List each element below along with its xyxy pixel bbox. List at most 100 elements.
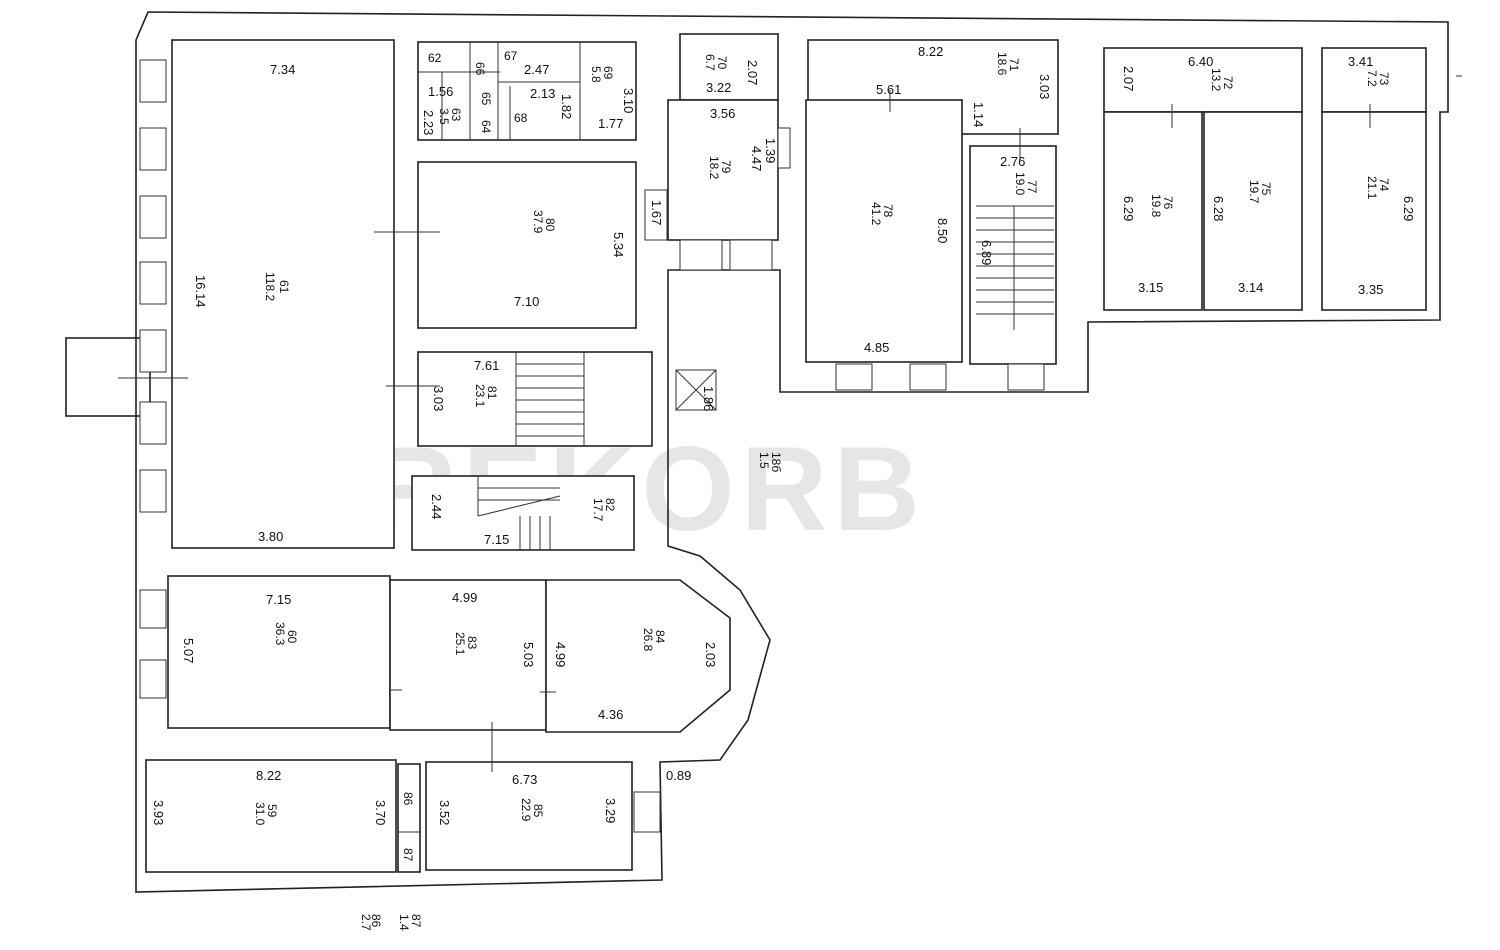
dim-79-d: 1.67: [649, 200, 664, 225]
room-area-59: 31.0: [253, 802, 267, 826]
dim-84-b: 2.03: [703, 642, 718, 667]
door-marks: [118, 75, 1462, 772]
room-area-60: 36.3: [273, 622, 287, 646]
dim-81-b: 3.03: [431, 386, 446, 411]
room-number-79: 79: [719, 160, 733, 174]
room-number-84: 84: [653, 630, 667, 644]
dim-72-a: 6.40: [1188, 54, 1213, 69]
room-84: [545, 579, 731, 733]
room-number-66: 66: [473, 62, 487, 76]
room-area-74: 21.1: [1365, 176, 1379, 200]
room-76: [1103, 111, 1203, 311]
room-number-78: 78: [881, 204, 895, 218]
dim-72-b: 2.07: [1121, 66, 1136, 91]
dim-74-b: 3.35: [1358, 282, 1383, 297]
left-wall-windows: [139, 59, 167, 699]
room-number-68: 68: [514, 111, 528, 125]
room-area-69: 5.8: [589, 66, 603, 83]
room-86: [397, 763, 421, 873]
room-number-67: 67: [504, 49, 518, 63]
room-78: [805, 99, 963, 363]
room-number-74: 74: [1377, 178, 1391, 192]
room-59: [145, 759, 397, 873]
dim-76-b: 3.15: [1138, 280, 1163, 295]
room-area-80: 37.9: [531, 210, 545, 234]
dim-71-c: 1.14: [971, 102, 986, 127]
room-area-84: 26.8: [641, 628, 655, 652]
stair-77: [976, 205, 1054, 330]
dim-79-a: 3.56: [710, 106, 735, 121]
dim-60-a: 7.15: [266, 592, 291, 607]
footer-area-86: 2.7: [359, 914, 373, 931]
room-number-60: 60: [285, 630, 299, 644]
dim-59-c: 3.70: [373, 800, 388, 825]
dim-83-b: 5.03: [521, 642, 536, 667]
room-area-73: 7.2: [1365, 70, 1379, 87]
room-number-65: 65: [479, 92, 493, 106]
room-area-79: 18.2: [707, 156, 721, 180]
room-83: [389, 579, 547, 731]
dim-84-a: 4.99: [553, 642, 568, 667]
dim-61-side: 16.14: [193, 275, 208, 308]
room-number-76: 76: [1161, 196, 1175, 210]
dim-60-b: 5.07: [181, 638, 196, 663]
footer-area-87: 1.4: [397, 914, 411, 931]
room-area-75: 19.7: [1247, 180, 1261, 204]
room-area-71: 18.6: [995, 52, 1009, 76]
dim-68-b: 1.82: [559, 94, 574, 119]
dim-70-a: 2.07: [745, 60, 760, 85]
room-area-85: 22.9: [519, 798, 533, 822]
dim-18b: 1.86: [701, 386, 716, 411]
room-number-75: 75: [1259, 182, 1273, 196]
room-number-83: 83: [465, 636, 479, 650]
room-number-59: 59: [265, 804, 279, 818]
dim-78-c: 4.85: [864, 340, 889, 355]
room-number-71: 71: [1007, 58, 1021, 72]
room-number-72: 72: [1221, 76, 1235, 90]
room-number-85: 85: [531, 804, 545, 818]
room-number-61: 61: [277, 280, 291, 294]
room-number-81: 81: [485, 386, 499, 400]
dim-79-b: 4.47: [749, 146, 764, 171]
dim-81-a: 7.61: [474, 358, 499, 373]
dim-75-a: 6.28: [1211, 196, 1226, 221]
room-area-70: 6.7: [703, 54, 717, 71]
room-area-77: 19.0: [1013, 172, 1027, 196]
dim-86: 0.89: [666, 768, 691, 783]
dim-70-b: 3.22: [706, 80, 731, 95]
dim-68-a: 2.13: [530, 86, 555, 101]
dim-77-b: 6.89: [979, 240, 994, 265]
dim-61-bottom: 3.80: [258, 529, 283, 544]
room-number-70: 70: [715, 56, 729, 70]
room-number-87: 87: [401, 848, 415, 862]
dim-75-b: 3.14: [1238, 280, 1263, 295]
room-85: [425, 761, 633, 871]
room-81: [417, 351, 653, 447]
room-73: [1321, 47, 1427, 113]
building-outline: [135, 11, 1449, 893]
dim-79-c: 1.39: [763, 138, 778, 163]
dim-59-a: 8.22: [256, 768, 281, 783]
room-79: [667, 99, 779, 241]
dim-63-a: 1.56: [428, 84, 453, 99]
room-area-82: 17.7: [591, 498, 605, 522]
room-70: [679, 33, 779, 101]
room-area-78: 41.2: [869, 202, 883, 226]
room-area-72: 13.2: [1209, 68, 1223, 92]
dim-69-a: 3.10: [621, 88, 636, 113]
dim-85-a: 6.73: [512, 772, 537, 787]
dim-84-c: 4.36: [598, 707, 623, 722]
room-number-86: 86: [401, 792, 415, 806]
dim-76-a: 6.29: [1121, 196, 1136, 221]
room-61: [171, 39, 395, 549]
dim-69-b: 1.77: [598, 116, 623, 131]
room-number-63: 63: [449, 108, 463, 122]
room-75: [1203, 111, 1303, 311]
dim-80-a: 5.34: [611, 232, 626, 257]
room-number-80: 80: [543, 218, 557, 232]
room-number-64: 64: [479, 120, 493, 134]
dim-85-c: 3.29: [603, 798, 618, 823]
dim-82-a: 2.44: [429, 494, 444, 519]
dim-59-b: 3.93: [151, 800, 166, 825]
dim-78-b: 8.50: [935, 218, 950, 243]
